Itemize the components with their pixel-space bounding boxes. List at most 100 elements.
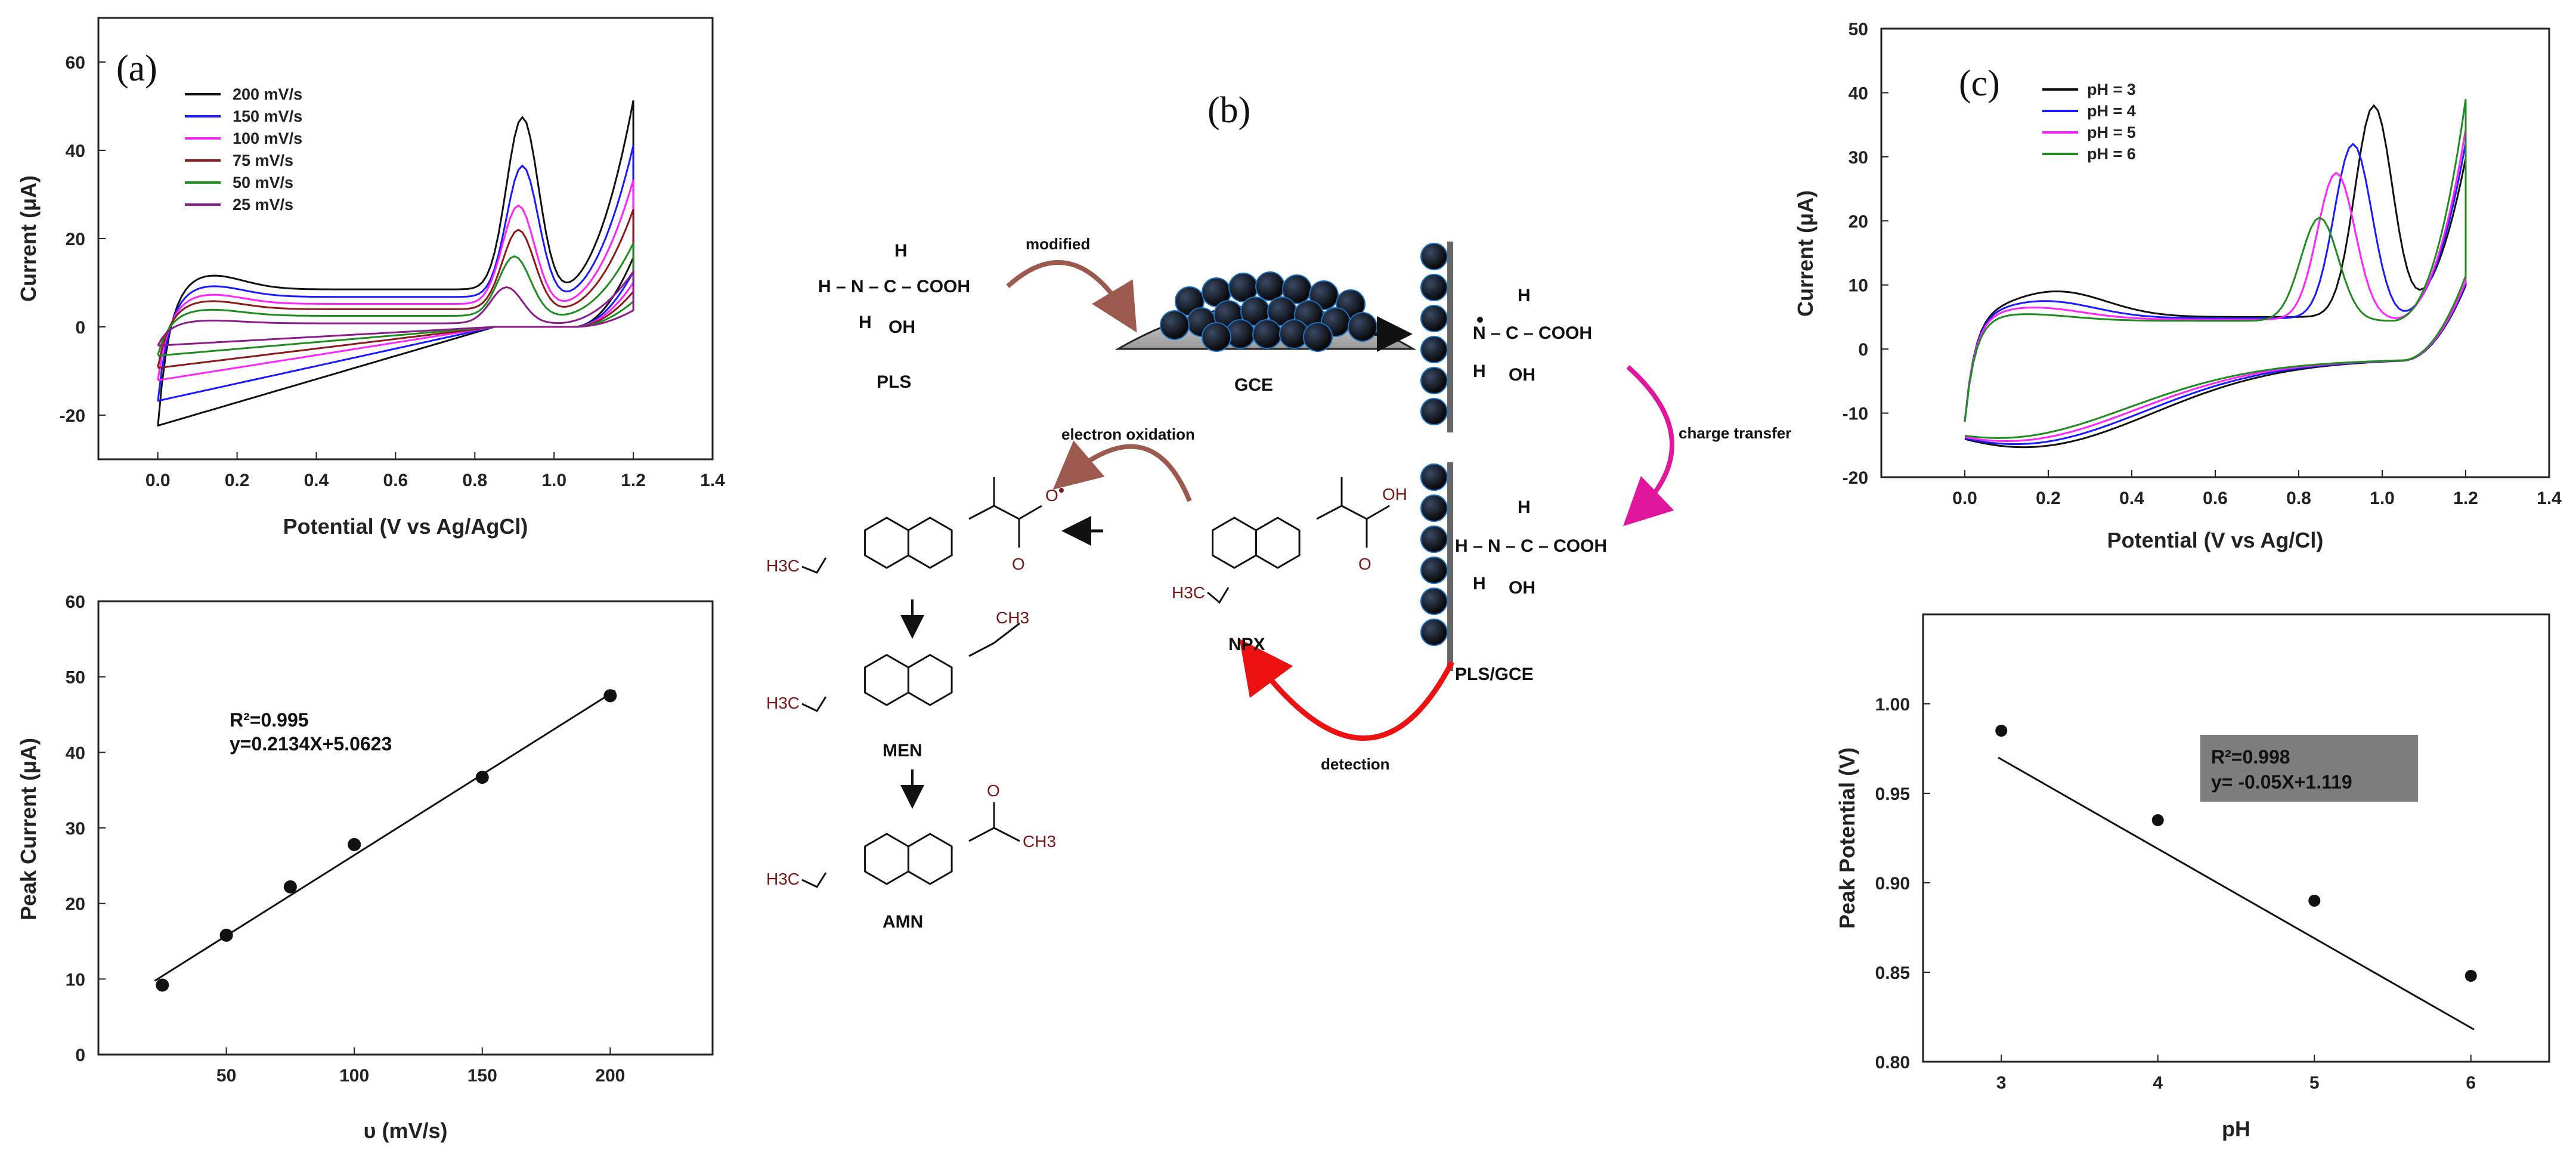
legend-label: 100 mV/s [233,129,302,147]
y-tick-label: -10 [1843,404,1868,424]
x-tick-label: 50 [216,1066,236,1086]
x-tick-label: 1.0 [2370,489,2395,508]
x-tick-label: 4 [2153,1073,2163,1093]
legend-label: pH = 6 [2087,145,2136,163]
pls-chain: H – N – C – COOH [818,277,970,296]
panel-letter-c: (c) [1959,63,2000,104]
x-tick-label: 1.4 [2537,489,2562,508]
y-tick-label: -20 [1843,468,1868,488]
y-tick-label: 20 [66,230,85,249]
electrode-nanoparticle [1420,463,1448,491]
x-tick-label: 0.0 [145,471,171,490]
y-tick-label: 20 [66,895,85,914]
x-tick-label: 0.6 [383,471,408,490]
annotation-box [2200,735,2418,802]
x-tick-label: 1.0 [541,471,566,490]
radical-oxygen: O [1012,555,1025,573]
aromatic-ring [907,833,953,885]
legend-label: 50 mV/s [233,174,293,191]
men-methyl: CH3 [996,608,1029,627]
npx-side-chain [1316,477,1390,548]
radical-methoxy-bond [801,557,827,574]
nanoparticle [1202,322,1231,352]
electrode-top-chain: N – C – COOH [1473,323,1592,343]
fit-equation-annotation: y= -0.05X+1.119 [2211,771,2352,793]
legend-label: 200 mV/s [233,85,302,103]
y-tick-label: 0.95 [1875,784,1910,804]
legend-label: pH = 4 [2087,102,2136,120]
data-point [2464,970,2477,982]
x-tick-label: 3 [1996,1073,2007,1093]
nanoparticle [1348,312,1377,342]
aromatic-ring [864,654,909,706]
x-axis-label: Potential (V vs Ag/AgCl) [283,514,528,539]
x-tick-label: 0.8 [2286,489,2311,508]
aromatic-ring [907,654,953,706]
pls-oh: OH [888,317,915,337]
y-tick-label: 50 [66,668,85,688]
y-tick-label: 0 [1858,340,1868,360]
y-tick-label: -20 [60,406,85,426]
nanoparticle [1255,271,1285,301]
panel-letter-a: (a) [116,48,157,89]
legend-label: 25 mV/s [233,196,293,214]
y-tick-label: 30 [1849,148,1868,168]
y-tick-label: 60 [66,592,85,612]
men-methoxy: H3C [766,694,800,712]
x-tick-label: 6 [2466,1073,2476,1093]
amn-methoxy: H3C [766,870,800,888]
cv-curve-1 [157,145,634,402]
r-squared-annotation: R²=0.998 [2211,746,2290,768]
x-tick-label: 1.4 [700,471,725,490]
cv-curve-0 [1964,104,2467,449]
y-tick-label: 0.85 [1875,963,1910,983]
aromatic-ring [864,517,909,569]
npx-label: NPX [1228,635,1265,654]
electrode-nanoparticle [1420,526,1448,553]
electrode-nanoparticle [1420,619,1448,646]
x-tick-label: 200 [595,1066,625,1086]
pls-h-bottom: H [859,313,872,332]
modified-electrode-top: H N – C – COOH H OH [1420,242,1592,432]
data-point [219,928,233,942]
npx-oxygen: O [1358,555,1371,573]
x-tick-label: 100 [339,1066,369,1086]
y-axis-label: Current (μA) [1793,190,1818,317]
electrode-nanoparticle [1420,243,1448,270]
x-tick-label: 0.4 [2119,489,2144,508]
electrode-plate [1447,462,1453,671]
legend-label: 150 mV/s [233,107,302,125]
y-axis-label: Peak Current (μA) [16,738,41,920]
x-axis-label: Potential (V vs Ag/Cl) [2107,528,2324,552]
y-tick-label: 10 [1849,276,1868,296]
pls-h-top: H [894,241,908,261]
amn-oxygen: O [987,781,1000,800]
modified-electrode-bottom: H H – N – C – COOH H OH PLS/GCE [1420,462,1607,684]
men-molecule: CH3 H3C MEN [766,608,1029,761]
electrode-nanoparticle [1420,305,1448,332]
electrode-nanoparticle [1420,557,1448,584]
gce-label: GCE [1234,375,1273,395]
radical-dot [1059,488,1064,493]
npx-methoxy: H3C [1172,583,1205,602]
x-tick-label: 0.6 [2203,489,2228,508]
electrode-bottom-h: H [1518,497,1531,517]
data-point [348,837,361,851]
legend-label: pH = 5 [2087,123,2136,141]
x-tick-label: 0.0 [1952,489,1977,508]
y-tick-label: 0.80 [1875,1053,1910,1072]
x-tick-label: 1.2 [621,471,646,490]
x-tick-label: 0.4 [304,471,329,490]
r-squared-annotation: R²=0.995 [230,709,309,731]
y-tick-label: 0 [75,1046,85,1065]
legend-label: 75 mV/s [233,152,293,169]
legend-label: pH = 3 [2087,81,2136,98]
modified-arrow [1006,260,1137,333]
aromatic-ring [907,517,953,569]
data-point [2151,814,2164,826]
x-tick-label: 150 [467,1066,497,1086]
electrode-bottom-chain: H – N – C – COOH [1455,536,1607,556]
